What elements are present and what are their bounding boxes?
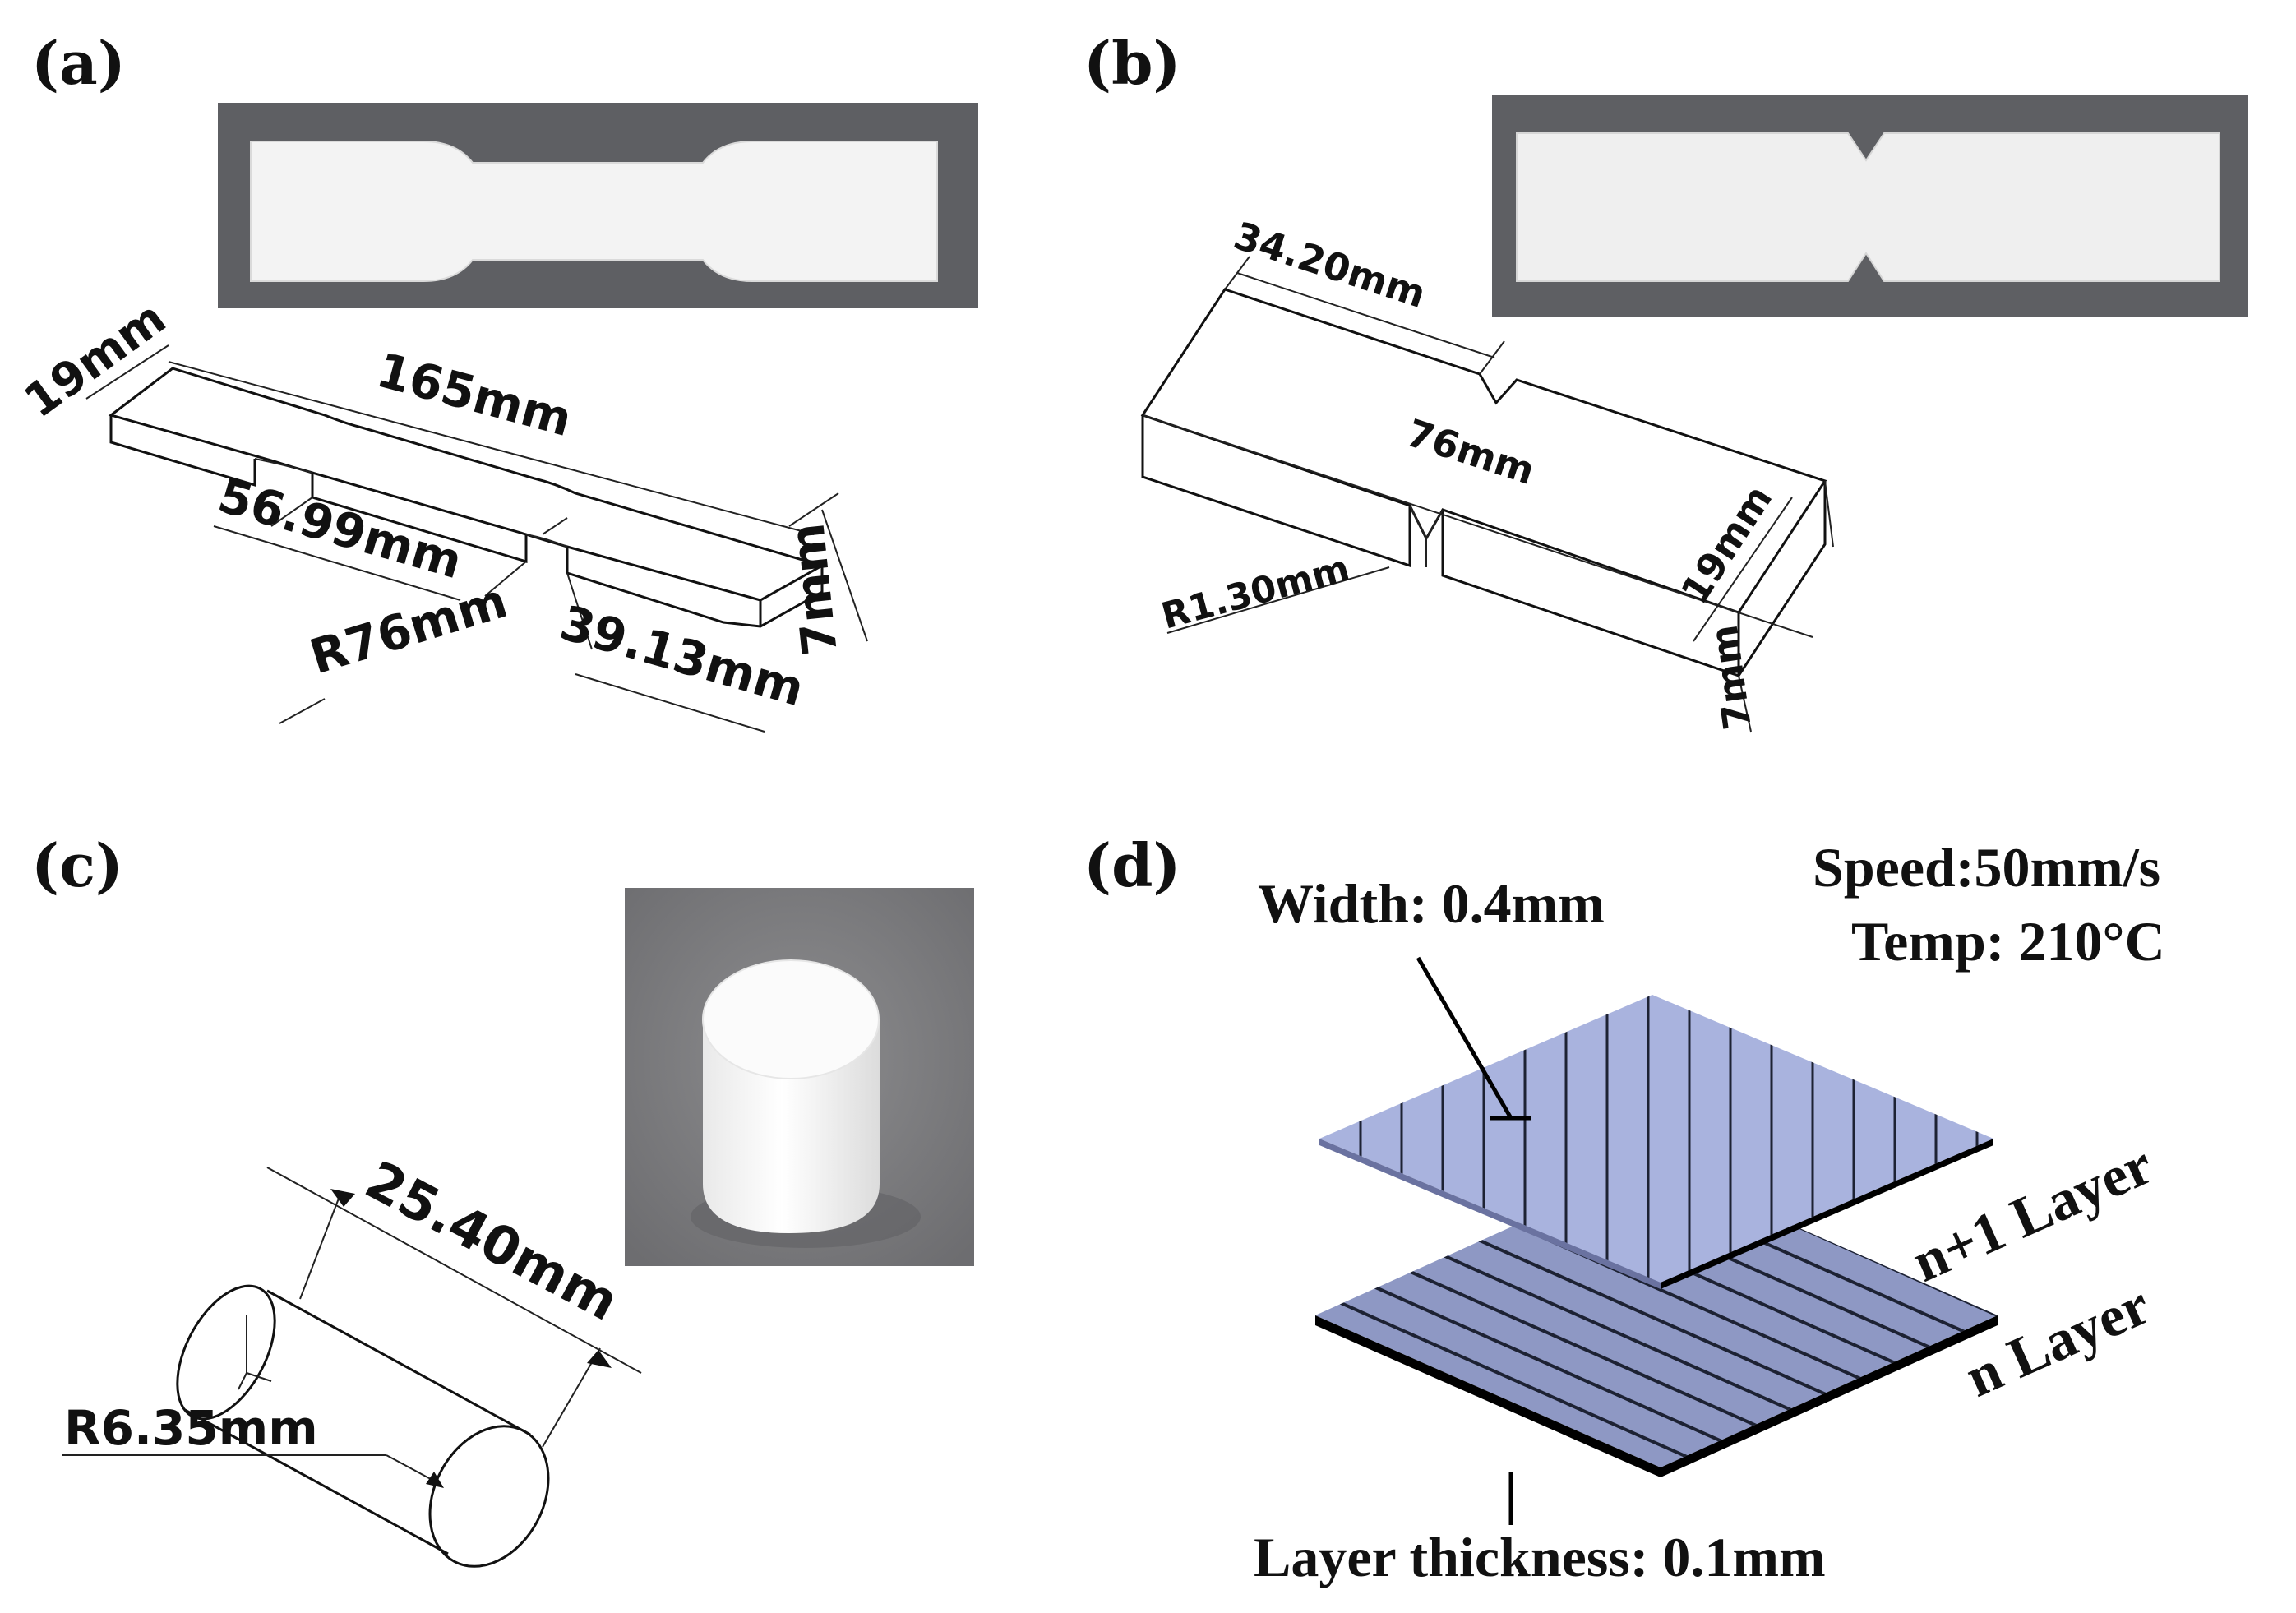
dim-a-thickness-ext bbox=[788, 492, 839, 527]
cylinder-top-edge bbox=[266, 1289, 531, 1436]
dim-a-width: 19mm bbox=[15, 291, 176, 428]
panel-b-drawing bbox=[1140, 256, 1834, 733]
dogbone-specimen-photo bbox=[250, 141, 938, 282]
dim-a-gauge: 56.99mm bbox=[212, 467, 468, 589]
cylinder-axis-glyph bbox=[238, 1315, 272, 1390]
dogbone-right-grip-side bbox=[566, 547, 824, 628]
dim-a-gauge-line bbox=[213, 525, 461, 601]
dogbone-left-grip-side bbox=[109, 415, 256, 488]
dim-a-length-line bbox=[168, 361, 815, 535]
dim-b-width-line bbox=[1693, 497, 1793, 642]
layer-n-plus-1 bbox=[1319, 995, 1993, 1289]
lower-layer-label: n Layer bbox=[1956, 1273, 2159, 1410]
layer-n-plus-1-side-edge bbox=[1661, 1139, 1993, 1289]
dim-a-grip-line bbox=[575, 673, 765, 733]
dim-a-thickness: 7mm bbox=[778, 520, 848, 658]
dim-a-radius-leader bbox=[542, 517, 568, 535]
dim-c-ext-1 bbox=[299, 1191, 342, 1300]
layer-n-surface bbox=[1315, 1163, 1998, 1467]
dim-b-thickness: 7mm bbox=[1702, 622, 1760, 733]
dim-b-length-line bbox=[1142, 414, 1813, 638]
dim-b-length: 76mm bbox=[1402, 410, 1541, 493]
panel-c-label: (c) bbox=[31, 830, 123, 900]
dim-b-width: 19mm bbox=[1672, 477, 1781, 612]
dim-c-length-line bbox=[266, 1167, 642, 1374]
layer-n-front-edge bbox=[1315, 1315, 1661, 1477]
cylinder-far-end bbox=[428, 1425, 550, 1568]
notch-edge bbox=[1409, 505, 1444, 541]
dim-a-grip-ext bbox=[566, 572, 593, 650]
dim-a-radius: R76mm bbox=[303, 572, 513, 685]
dim-b-ext-3 bbox=[1824, 480, 1834, 548]
panel-a-label: (a) bbox=[31, 28, 126, 98]
dim-c-arrow-2 bbox=[587, 1350, 612, 1368]
panel-d: (d) bbox=[1083, 830, 2165, 1588]
dim-a-thickness-line bbox=[821, 509, 868, 642]
panel-b: (b) 34.20mm 76mm 19mm 7mm R1.30mm bbox=[1083, 28, 2248, 733]
dim-a-width-line bbox=[85, 344, 169, 400]
dim-b-thickness-line bbox=[1738, 675, 1752, 733]
dim-c-length: 25.40mm bbox=[355, 1150, 627, 1333]
panel-b-label: (b) bbox=[1083, 28, 1180, 98]
dim-a-grip: 39.13mm bbox=[554, 594, 810, 717]
width-label: Width: 0.4mm bbox=[1258, 872, 1605, 935]
temp-label: Temp: 210°C bbox=[1851, 910, 2165, 973]
panel-a-drawing bbox=[85, 344, 868, 733]
dogbone-right-fillet bbox=[525, 534, 568, 548]
layer-n-plus-1-front-edge bbox=[1319, 1139, 1661, 1289]
dim-a-gauge-ext2 bbox=[484, 561, 527, 597]
dogbone-gauge-side bbox=[311, 473, 528, 564]
panel-a-photo bbox=[218, 103, 978, 308]
panel-c-drawing bbox=[62, 1167, 642, 1568]
dim-b-radius-line bbox=[1166, 566, 1390, 634]
width-leader-line bbox=[1416, 956, 1513, 1120]
cylinder-bottom-edge bbox=[184, 1408, 449, 1555]
notched-specimen-photo bbox=[1516, 132, 2220, 282]
dim-c-ext-2 bbox=[542, 1347, 601, 1448]
notched-left-side bbox=[1141, 415, 1411, 568]
layer-n-side-edge bbox=[1661, 1315, 1998, 1477]
dim-a-radius-tail bbox=[279, 698, 326, 724]
speed-label: Speed:50mm/s bbox=[1813, 836, 2160, 899]
dim-b-notch-radius: R1.30mm bbox=[1157, 548, 1354, 638]
dim-b-half-line bbox=[1236, 272, 1495, 358]
dim-c-arrow-1 bbox=[330, 1189, 355, 1207]
dim-c-radius: R6.35mm bbox=[64, 1400, 318, 1456]
layer-n-plus-1-surface bbox=[1319, 995, 1993, 1283]
cylinder-near-end bbox=[176, 1284, 276, 1421]
dim-a-length: 165mm bbox=[371, 342, 577, 447]
panel-a: (a) bbox=[15, 28, 978, 733]
panel-b-photo bbox=[1492, 95, 2248, 317]
panel-c: (c) 25.40mm R6.35mm bbox=[31, 830, 974, 1568]
layer-thickness-label: Layer thickness: 0.1mm bbox=[1254, 1526, 1826, 1588]
dogbone-left-fillet bbox=[254, 458, 313, 474]
cylinder-photo-body bbox=[703, 1019, 880, 1233]
cylinder-photo-top bbox=[702, 959, 880, 1079]
panel-d-label: (d) bbox=[1083, 830, 1180, 900]
panel-c-photo bbox=[625, 888, 974, 1266]
dim-a-gauge-ext bbox=[270, 497, 313, 527]
dim-c-radius-arrow bbox=[426, 1472, 444, 1488]
